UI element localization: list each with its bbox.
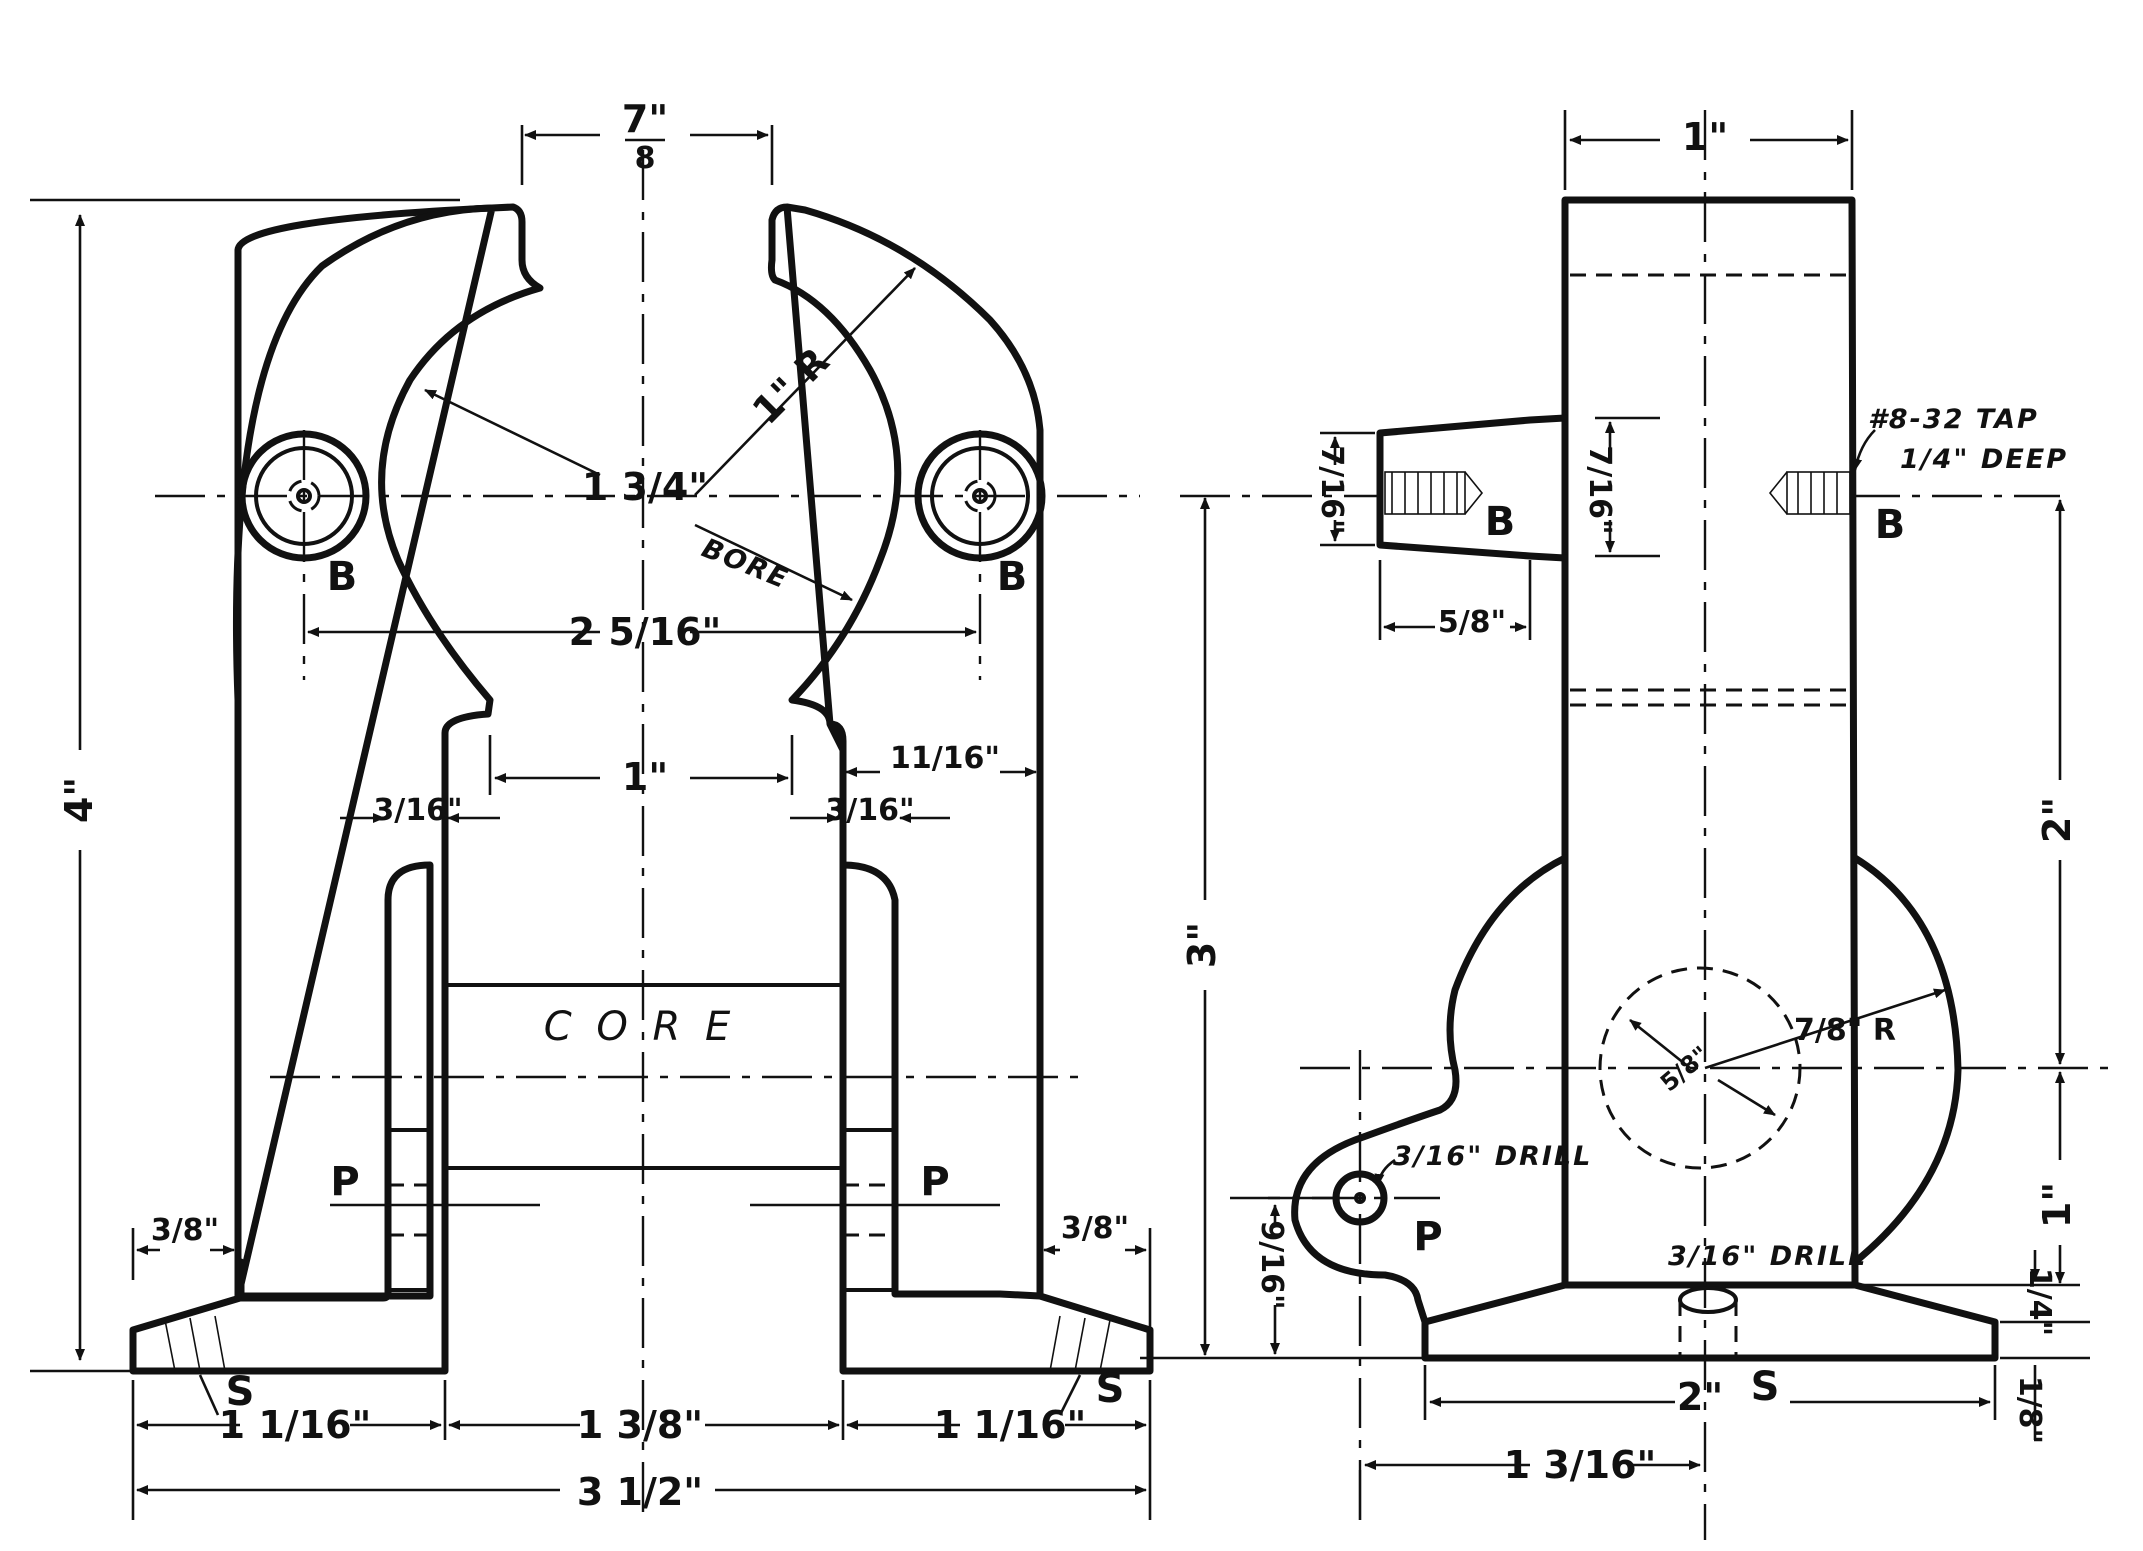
base-thickness-label: 1/4" bbox=[2022, 1268, 2057, 1336]
web-thickness-left-label: 3/16" bbox=[373, 793, 462, 828]
label-p-left: P bbox=[330, 1159, 359, 1205]
boss-length-label: 5/8" bbox=[1438, 605, 1506, 640]
side-boss bbox=[1376, 414, 1569, 562]
right-p-hidden bbox=[841, 1128, 897, 1292]
bottom-left-label: 1 1/16" bbox=[219, 1403, 372, 1447]
label-b-left: B bbox=[327, 554, 358, 600]
drill-offset-label: 9/16" bbox=[1254, 1220, 1289, 1309]
label-s-right: S bbox=[1096, 1366, 1125, 1412]
side-arc-lug bbox=[1291, 854, 1569, 1326]
foot-right-label: 3/8" bbox=[1061, 1211, 1129, 1246]
base-offset-label: 1 3/16" bbox=[1504, 1443, 1657, 1487]
label-b-right: B bbox=[997, 554, 1028, 600]
base-width-label: 2" bbox=[1677, 1375, 1723, 1419]
right-bracket-outline bbox=[767, 203, 1154, 1375]
tap-label: B bbox=[1875, 502, 1906, 548]
tap-thread bbox=[1786, 471, 1851, 515]
bore-dia-label: 1 3/4" bbox=[582, 465, 708, 509]
height-2-label: 2" bbox=[2035, 797, 2079, 843]
height-3-label: 3" bbox=[1180, 922, 1224, 968]
height-1-label: 1" bbox=[2035, 1182, 2079, 1228]
tap-note-line2: 1/4" DEEP bbox=[1900, 444, 2068, 475]
side-view: 1" 7/16" 7/16" B 5/8" #8-32 TAP 1/4" DEE… bbox=[1140, 110, 2110, 1540]
base-drill-hole bbox=[1678, 1286, 1738, 1314]
top-gap-den: 8 bbox=[635, 141, 656, 176]
overall-height-label: 4" bbox=[57, 777, 101, 823]
top-gap-label: 7" bbox=[622, 97, 668, 141]
left-p-hidden bbox=[386, 1128, 432, 1292]
top-width-label: 1" bbox=[1682, 115, 1728, 159]
bolt-spacing-label: 2 5/16" bbox=[569, 610, 722, 654]
bottom-right-label: 1 1/16" bbox=[934, 1403, 1087, 1447]
foot-left-label: 3/8" bbox=[151, 1213, 219, 1248]
left-bracket-back bbox=[233, 204, 496, 1301]
side-column bbox=[1561, 196, 1859, 1289]
base-label-s: S bbox=[1751, 1364, 1780, 1410]
front-view: 4" 7" 8 1 3/4" BORE 1" R 2 5/16" 1" 3/16… bbox=[30, 97, 1154, 1520]
side-boss-thread bbox=[1384, 471, 1466, 515]
arc-radius-label: 7/8" R bbox=[1794, 1013, 1896, 1048]
left-foot-hatch bbox=[164, 1315, 226, 1372]
side-base bbox=[1421, 1281, 1999, 1362]
label-p-right: P bbox=[920, 1159, 949, 1205]
drill-note-2: 3/16" DRILL bbox=[1668, 1241, 1867, 1272]
overall-width-label: 3 1/2" bbox=[577, 1470, 703, 1514]
base-step-label: 1/8" bbox=[2012, 1376, 2047, 1444]
drill-label-p: P bbox=[1413, 1214, 1442, 1260]
core-label: C O R E bbox=[544, 1004, 737, 1050]
label-s-left: S bbox=[226, 1369, 255, 1415]
tap-note-line1: #8-32 TAP bbox=[1868, 404, 2039, 435]
bore-radius-label: 1" R bbox=[744, 339, 838, 433]
boss-height-left: 7/16" bbox=[1314, 445, 1349, 534]
inner-gap-label: 1" bbox=[622, 755, 668, 799]
right-offset-label: 11/16" bbox=[890, 741, 1000, 776]
drill-note-1: 3/16" DRILL bbox=[1393, 1141, 1592, 1172]
web-thickness-right-label: 3/16" bbox=[825, 793, 914, 828]
boss-height-right: 7/16" bbox=[1582, 445, 1617, 534]
right-foot-hatch bbox=[1049, 1315, 1111, 1372]
bore-note: BORE bbox=[697, 533, 793, 596]
side-arc-right bbox=[1851, 854, 1962, 1266]
bottom-mid-label: 1 3/8" bbox=[577, 1403, 703, 1447]
side-boss-label: B bbox=[1485, 499, 1516, 545]
